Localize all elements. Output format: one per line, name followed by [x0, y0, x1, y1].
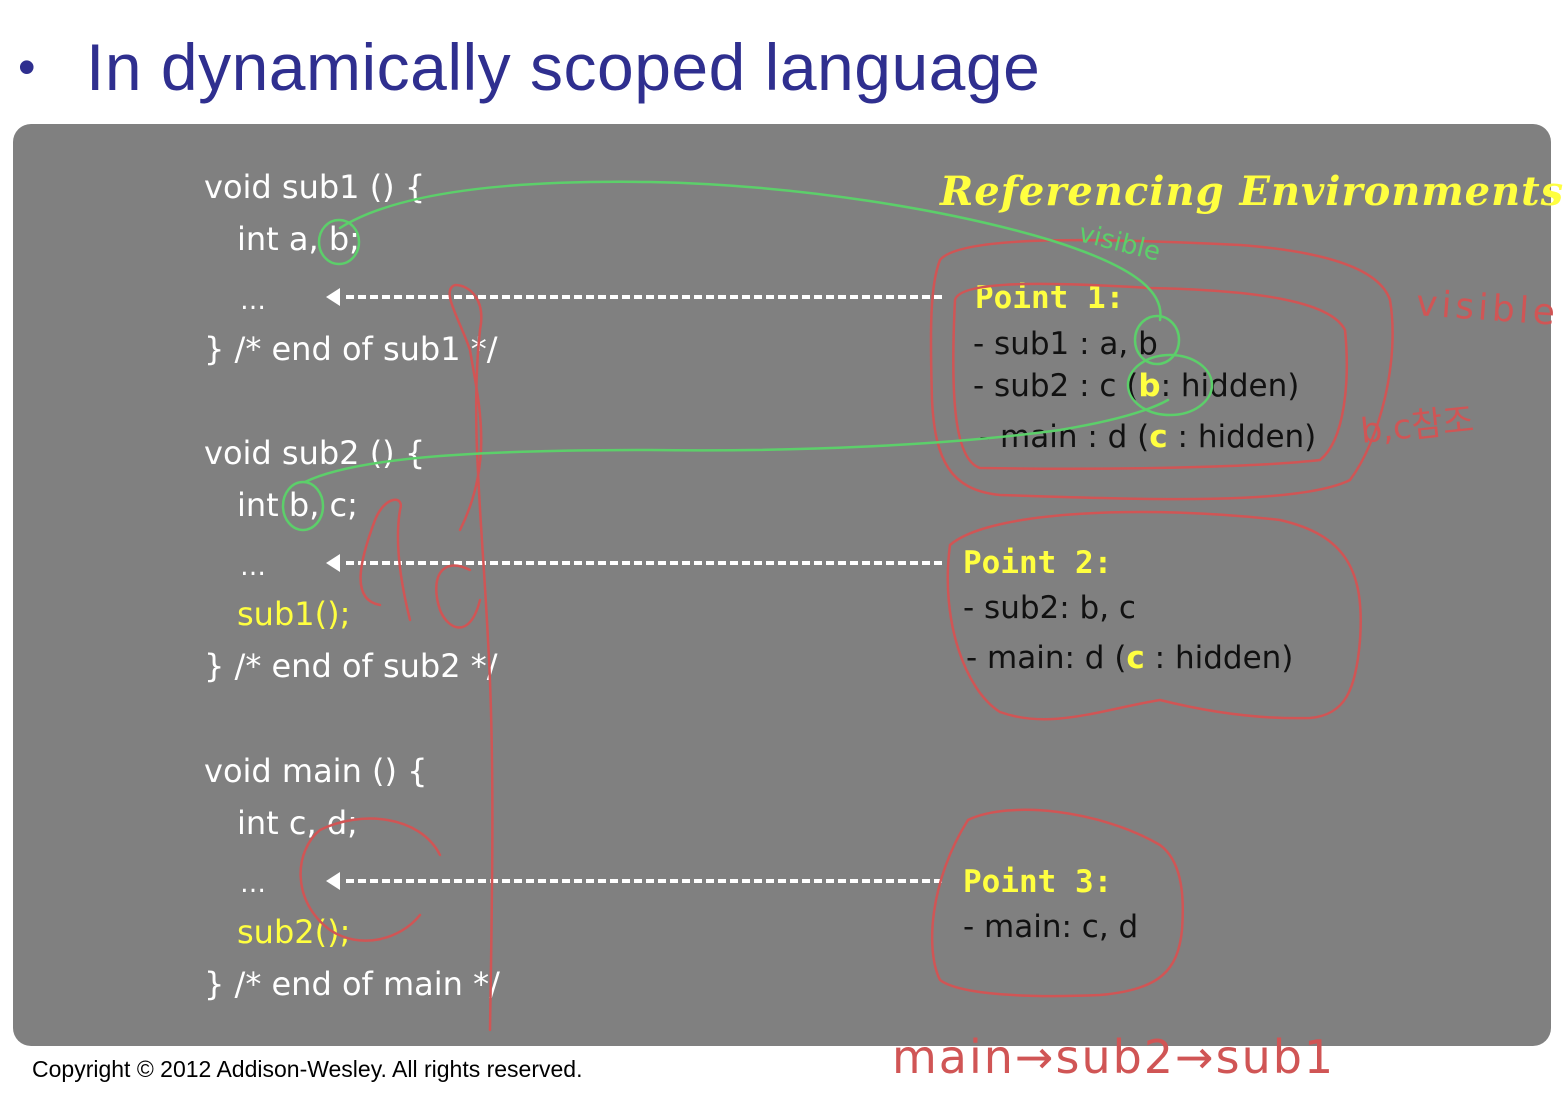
slide-title: In dynamically scoped language — [86, 30, 1041, 104]
sub1-ellipsis: … — [240, 286, 266, 316]
point1-line-sub2: - sub2 : c (b: hidden) — [973, 368, 1300, 404]
point2-line-main: - main: d (c : hidden) — [966, 640, 1294, 676]
point2-hidden-c: c — [1126, 640, 1145, 676]
point1-arrow-head — [326, 288, 340, 306]
call-chain-note: main→sub2→sub1 — [892, 1030, 1336, 1084]
point2-arrow-head — [326, 554, 340, 572]
point1-hidden-c: c — [1149, 419, 1168, 455]
sub2-declaration: int b, c; — [237, 486, 358, 524]
main-ellipsis: … — [240, 869, 266, 899]
code-panel — [13, 124, 1551, 1046]
point1-label: Point 1: — [975, 280, 1125, 316]
main-header: void main () { — [204, 752, 428, 790]
point2-arrow-line — [346, 561, 942, 565]
main-call-sub2: sub2(); — [237, 913, 351, 951]
point2-line-sub2: - sub2: b, c — [963, 590, 1136, 626]
point2-label: Point 2: — [963, 545, 1113, 581]
main-declaration: int c, d; — [237, 804, 358, 842]
title-bullet: • — [18, 39, 36, 95]
copyright-footer: Copyright © 2012 Addison-Wesley. All rig… — [32, 1056, 583, 1082]
point3-label: Point 3: — [963, 864, 1113, 900]
sub1-header: void sub1 () { — [204, 168, 426, 206]
slide-title-row: • In dynamically scoped language — [18, 22, 1040, 112]
point3-arrow-line — [346, 879, 942, 883]
point1-line-main: - main : d (c : hidden) — [979, 419, 1317, 455]
sub2-ellipsis: … — [240, 552, 266, 582]
sub1-declaration: int a, b; — [237, 220, 360, 258]
sub2-call-sub1: sub1(); — [237, 595, 351, 633]
point1-line-sub1: - sub1 : a, b — [973, 326, 1158, 362]
sub2-end: } /* end of sub2 */ — [204, 647, 498, 685]
sub2-header: void sub2 () { — [204, 434, 426, 472]
sub1-end: } /* end of sub1 */ — [204, 330, 498, 368]
point3-line-main: - main: c, d — [963, 909, 1139, 945]
referencing-environments-title: Referencing Environments — [940, 168, 1565, 215]
point3-arrow-head — [326, 872, 340, 890]
main-end: } /* end of main */ — [204, 965, 500, 1003]
point1-hidden-b: b — [1138, 368, 1161, 404]
point1-arrow-line — [346, 295, 942, 299]
